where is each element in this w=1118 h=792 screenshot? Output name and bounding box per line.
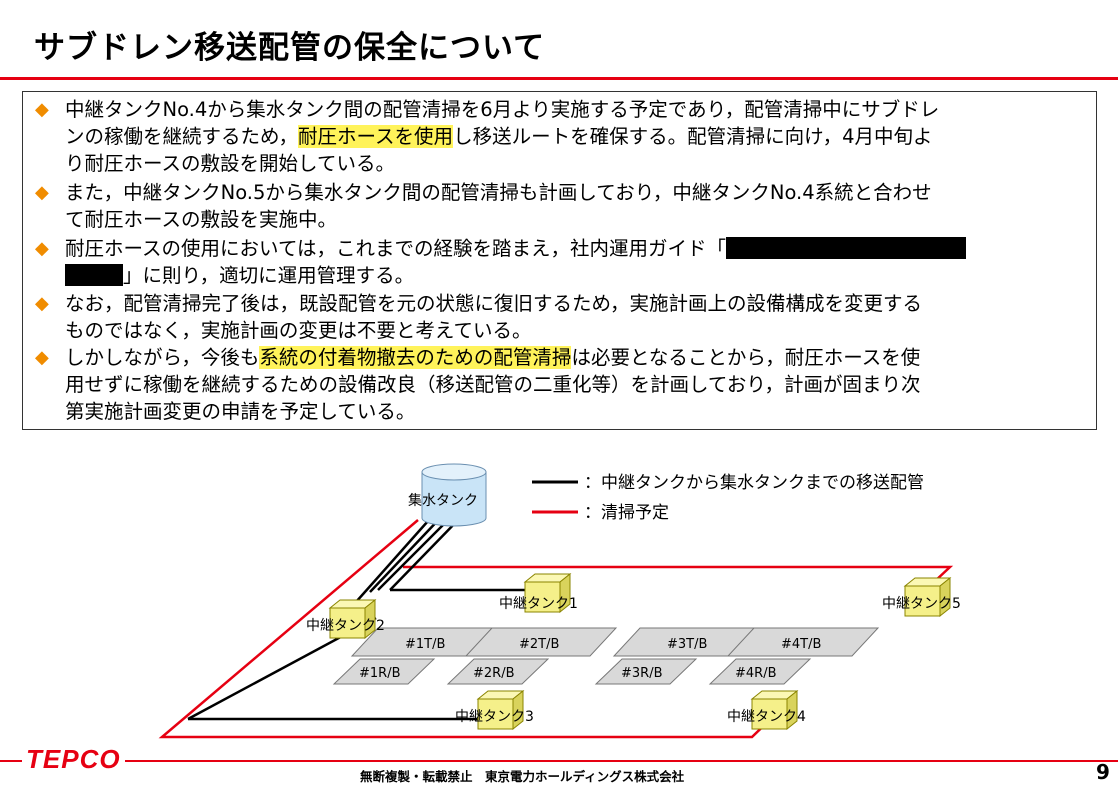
collect-tank-label: 集水タンク <box>408 492 478 509</box>
bullet-line: しかしながら，今後も系統の付着物撤去のための配管清掃は必要となることから，耐圧ホ… <box>65 344 920 371</box>
bullet-line: ンの稼働を継続するため，耐圧ホースを使用し移送ルートを確保する。配管清掃に向け，… <box>65 123 933 150</box>
relay-tanks <box>328 572 952 731</box>
bullet-text: り耐圧ホースの敷設を開始している。 <box>65 152 395 175</box>
collect-tank <box>421 463 487 527</box>
building-4rb <box>708 658 812 685</box>
bullet-line: また，中継タンクNo.5から集水タンク間の配管清掃も計画しており，中継タンクNo… <box>65 179 932 206</box>
relay-tank-4-label: 中継タンク4 <box>727 709 806 725</box>
buildings <box>332 627 880 685</box>
label-4rb: #4R/B <box>735 666 777 681</box>
copyright: 無断複製・転載禁止 東京電力ホールディングス株式会社 <box>360 769 685 784</box>
bullet-line: り耐圧ホースの敷設を開始している。 <box>65 150 395 177</box>
legend-red-text: ：清掃予定 <box>584 503 669 523</box>
bullet-text: 中継タンクNo.4から集水タンク間の配管清掃を6月より実施する予定であり，配管清… <box>65 98 940 121</box>
summary-box: ◆ 中継タンクNo.4から集水タンク間の配管清掃を6月より実施する予定であり，配管… <box>22 91 1097 430</box>
legend-black-text: ：中継タンクから集水タンクまでの移送配管 <box>584 473 924 493</box>
bullet-text: し移送ルートを確保する。配管清掃に向け，4月中旬よ <box>453 125 933 148</box>
diamond-bullet-icon: ◆ <box>35 182 49 203</box>
bullet-text: 用せずに稼働を継続するための設備改良（移送配管の二重化等）を計画しており，計画が… <box>65 373 921 396</box>
diamond-bullet-icon: ◆ <box>35 293 49 314</box>
building-3rb <box>594 658 698 685</box>
relay-tank-1 <box>523 572 572 614</box>
relay-tank-2 <box>328 598 377 640</box>
bullet-line: 第実施計画変更の申請を予定している。 <box>65 398 415 425</box>
piping-diagram: ：中継タンクから集水タンクまでの移送配管 ：清掃予定 #1T/B #2T/B #… <box>158 463 961 739</box>
bullet-text: なお，配管清掃完了後は，既設配管を元の状態に復旧するため，実施計画上の設備構成を… <box>65 292 923 315</box>
label-1rb: #1R/B <box>359 666 401 681</box>
relay-tank-4 <box>750 689 799 731</box>
bullet-text: 」に則り，適切に運用管理する。 <box>123 264 415 287</box>
building-2tb <box>464 627 618 657</box>
relay-tank-5 <box>903 576 952 618</box>
bullet-text: ものではなく，実施計画の変更は不要と考えている。 <box>65 319 532 342</box>
label-3tb: #3T/B <box>667 637 707 652</box>
relay-tank-1-label: 中継タンク1 <box>499 596 578 612</box>
building-2rb <box>446 658 550 685</box>
bullet-text: は必要となることから，耐圧ホースを使 <box>571 346 921 369</box>
bullet-line: 中継タンクNo.4から集水タンク間の配管清掃を6月より実施する予定であり，配管清… <box>65 96 939 123</box>
title-rule <box>0 77 1118 80</box>
label-2rb: #2R/B <box>473 666 515 681</box>
bullet-text: しかしながら，今後も <box>65 346 260 369</box>
highlighted-text: 耐圧ホースを使用 <box>298 125 454 148</box>
bullet-line: 耐圧ホースの使用においては，これまでの経験を踏まえ，社内運用ガイド「 <box>65 235 967 262</box>
bullet-line: ものではなく，実施計画の変更は不要と考えている。 <box>65 317 531 344</box>
bullet-text: 第実施計画変更の申請を予定している。 <box>65 400 416 423</box>
bullet-line: 用せずに稼働を継続するための設備改良（移送配管の二重化等）を計画しており，計画が… <box>65 371 920 398</box>
diamond-bullet-icon: ◆ <box>35 238 49 259</box>
page-title: サブドレン移送配管の保全について <box>34 30 546 66</box>
redacted-block <box>65 264 123 286</box>
highlighted-text: 系統の付着物撤去のための配管清掃 <box>259 346 572 369</box>
bullet-text: て耐圧ホースの敷設を実施中。 <box>65 208 338 231</box>
relay-tank-2-label: 中継タンク2 <box>306 618 385 634</box>
bullet-line: なお，配管清掃完了後は，既設配管を元の状態に復旧するため，実施計画上の設備構成を… <box>65 290 922 317</box>
redacted-block <box>726 237 967 259</box>
relay-tank-5-label: 中継タンク5 <box>882 596 961 612</box>
page-number: 9 <box>1096 760 1110 784</box>
diamond-bullet-icon: ◆ <box>35 347 49 368</box>
bullet-text: 耐圧ホースの使用においては，これまでの経験を踏まえ，社内運用ガイド「 <box>65 237 727 260</box>
label-2tb: #2T/B <box>519 637 559 652</box>
label-3rb: #3R/B <box>621 666 663 681</box>
building-1rb <box>332 658 436 685</box>
footer-rule <box>0 760 1118 762</box>
relay-tank-3 <box>476 689 525 731</box>
bullet-line: 」に則り，適切に運用管理する。 <box>65 262 414 289</box>
bullet-text: また，中継タンクNo.5から集水タンク間の配管清掃も計画しており，中継タンクNo… <box>65 181 932 204</box>
label-4tb: #4T/B <box>781 637 821 652</box>
bullet-text: ンの稼働を継続するため， <box>65 125 299 148</box>
tepco-logo: TEPCO <box>22 744 125 775</box>
label-1tb: #1T/B <box>405 637 445 652</box>
bullet-line: て耐圧ホースの敷設を実施中。 <box>65 206 337 233</box>
relay-tank-3-label: 中継タンク3 <box>455 709 534 725</box>
building-4tb <box>726 627 880 657</box>
diamond-bullet-icon: ◆ <box>35 99 49 120</box>
